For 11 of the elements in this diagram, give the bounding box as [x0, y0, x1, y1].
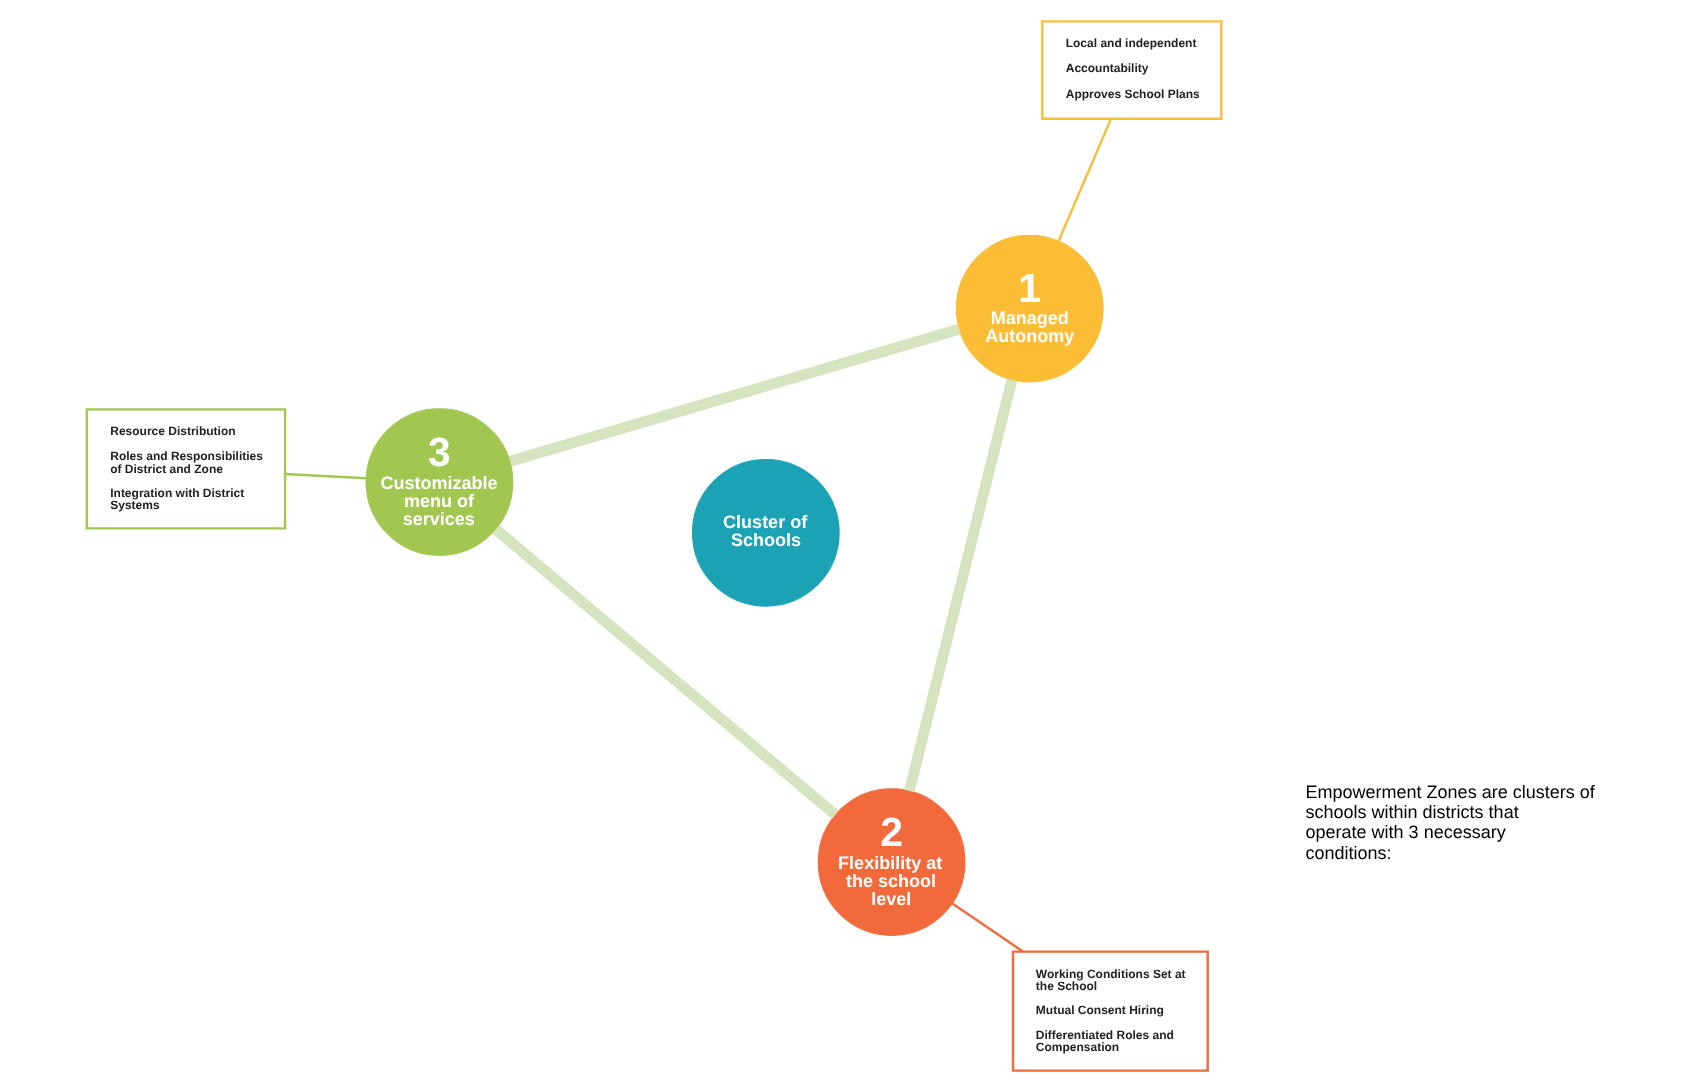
node-circle: 1 Managed Autonomy [955, 234, 1104, 383]
label: Empowerment Zones are clusters of schools within districts that operate with 3 necessary conditions: [1305, 781, 1595, 863]
connector [492, 525, 839, 819]
connector [285, 472, 367, 480]
connector [508, 324, 961, 467]
node-circle: Cluster of Schools [691, 458, 840, 607]
connector [1057, 118, 1113, 242]
node-circle: 3 Customizable menu of services [365, 408, 514, 556]
connector [904, 378, 1018, 793]
connector [951, 902, 1024, 953]
node-circle: 2 Flexibility at the school level [817, 788, 966, 936]
